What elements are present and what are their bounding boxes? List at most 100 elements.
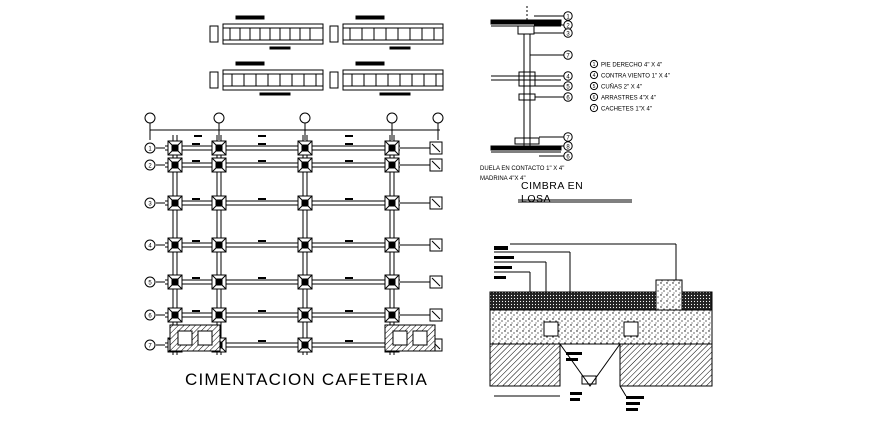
svg-text:4: 4 bbox=[593, 73, 596, 79]
svg-text:1: 1 bbox=[566, 15, 570, 21]
dimension-tick bbox=[258, 160, 266, 162]
column-core bbox=[301, 241, 309, 249]
svg-text:5: 5 bbox=[566, 85, 570, 91]
column-core bbox=[171, 144, 179, 152]
dimension-tick bbox=[345, 240, 353, 242]
column-core bbox=[388, 199, 396, 207]
footing-mark bbox=[431, 198, 441, 208]
axis-bubble bbox=[299, 112, 311, 124]
column-core bbox=[171, 199, 179, 207]
svg-text:3: 3 bbox=[566, 32, 570, 38]
axis-bubble bbox=[144, 239, 156, 251]
column-core bbox=[388, 144, 396, 152]
stair-detail bbox=[177, 330, 193, 346]
beam-detail-1 bbox=[209, 15, 324, 50]
svg-text:CACHETES 1"X 4": CACHETES 1"X 4" bbox=[601, 107, 652, 113]
column-core bbox=[301, 161, 309, 169]
dimension-tick bbox=[345, 135, 353, 137]
formwork-title: CIMBRA EN LOSA bbox=[521, 180, 583, 206]
dimension-tick bbox=[192, 198, 200, 200]
dimension-tick bbox=[345, 340, 353, 342]
dimension-tick bbox=[192, 240, 200, 242]
dimension-tick bbox=[192, 277, 200, 279]
dimension-tick bbox=[258, 240, 266, 242]
callout-bubble: 2 bbox=[563, 20, 573, 30]
axis-bubble bbox=[144, 142, 156, 154]
axis-bubble-label: 7 bbox=[148, 344, 152, 350]
axis-bubble bbox=[144, 159, 156, 171]
svg-text:7: 7 bbox=[566, 136, 570, 142]
column-core bbox=[215, 311, 223, 319]
beam-details bbox=[209, 15, 444, 96]
column-core bbox=[388, 311, 396, 319]
axis-bubble-label: 6 bbox=[148, 314, 152, 320]
formwork-section bbox=[490, 6, 632, 203]
svg-text:5: 5 bbox=[593, 84, 596, 90]
column-core bbox=[215, 161, 223, 169]
dimension-tick bbox=[345, 143, 353, 145]
beam-detail-4 bbox=[329, 61, 444, 96]
column-core bbox=[301, 341, 309, 349]
dimension-tick bbox=[192, 310, 200, 312]
dimension-tick bbox=[192, 160, 200, 162]
svg-text:7: 7 bbox=[566, 54, 570, 60]
footing-mark bbox=[431, 143, 441, 153]
callout-bubble: 5 bbox=[563, 81, 573, 91]
dimension-tick bbox=[258, 277, 266, 279]
svg-text:2: 2 bbox=[566, 24, 570, 30]
column-core bbox=[215, 241, 223, 249]
axis-bubble bbox=[386, 112, 398, 124]
dimension-tick bbox=[192, 143, 200, 145]
footing-mark bbox=[431, 310, 441, 320]
plan-title: CIMENTACION CAFETERIA bbox=[185, 370, 429, 389]
legend-item: 4 CONTRA VIENTO 1" X 4" bbox=[589, 70, 670, 80]
formwork-note-1: DUELA EN CONTACTO 1" X 4" bbox=[480, 166, 564, 172]
dimension-tick bbox=[258, 198, 266, 200]
formwork-title-line2: LOSA bbox=[521, 193, 552, 205]
dimension-tick bbox=[258, 143, 266, 145]
foundation-section bbox=[489, 243, 713, 397]
section-annotation-marks bbox=[494, 246, 644, 411]
callout-bubble: 7 bbox=[563, 132, 573, 142]
column-core bbox=[215, 199, 223, 207]
beam-detail-3 bbox=[209, 61, 324, 96]
dimension-tick bbox=[345, 277, 353, 279]
callout-bubble: 8 bbox=[563, 141, 573, 151]
callout-bubble: 6 bbox=[563, 92, 573, 102]
svg-text:ARRASTRES 4"X 4": ARRASTRES 4"X 4" bbox=[601, 96, 656, 102]
axis-bubble bbox=[144, 112, 156, 124]
svg-text:CUÑAS 2" X 4": CUÑAS 2" X 4" bbox=[601, 84, 642, 91]
axis-bubble bbox=[144, 197, 156, 209]
formwork-title-line1: CIMBRA EN bbox=[521, 180, 584, 192]
dimension-tick bbox=[194, 135, 202, 137]
footing-mark bbox=[431, 240, 441, 250]
svg-text:6: 6 bbox=[566, 96, 570, 102]
column-core bbox=[301, 311, 309, 319]
svg-text:CONTRA VIENTO 1" X 4": CONTRA VIENTO 1" X 4" bbox=[601, 74, 670, 80]
callout-bubble: 3 bbox=[563, 28, 573, 38]
axis-bubble bbox=[432, 112, 444, 124]
callout-bubble: 6 bbox=[563, 151, 573, 161]
dimension-tick bbox=[345, 160, 353, 162]
axis-bubble-label: 1 bbox=[148, 147, 152, 153]
callout-bubble: 1 bbox=[563, 11, 573, 21]
beam-detail-2 bbox=[329, 15, 444, 50]
column-core bbox=[171, 278, 179, 286]
column-core bbox=[215, 144, 223, 152]
axis-bubble-label: 4 bbox=[148, 244, 152, 250]
column-core bbox=[301, 199, 309, 207]
dimension-tick bbox=[258, 340, 266, 342]
axis-bubble bbox=[144, 276, 156, 288]
axis-bubble-label: 3 bbox=[148, 202, 152, 208]
dimension-tick bbox=[345, 198, 353, 200]
dimension-tick bbox=[345, 310, 353, 312]
svg-text:4: 4 bbox=[566, 75, 570, 81]
stair-detail bbox=[412, 330, 428, 346]
callout-bubble: 4 bbox=[563, 71, 573, 81]
callout-bubble: 7 bbox=[563, 50, 573, 60]
svg-text:1: 1 bbox=[593, 62, 596, 68]
